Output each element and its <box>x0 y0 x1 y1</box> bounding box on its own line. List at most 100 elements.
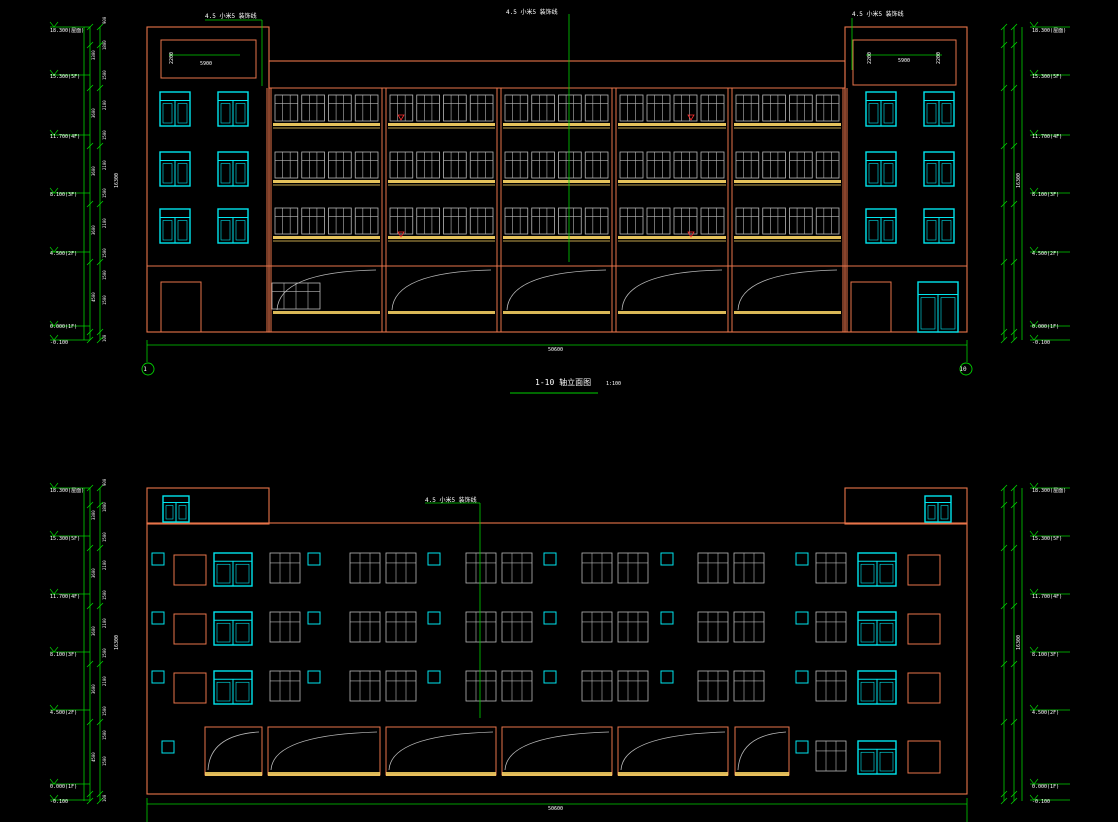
window <box>865 91 897 127</box>
level-label: -0.100 <box>50 340 68 346</box>
level-label: -0.100 <box>1032 799 1050 805</box>
level-triangle <box>49 482 59 489</box>
vent-window <box>151 552 165 566</box>
window-opening <box>173 672 207 704</box>
level-labels-left: 18.300(屋面) 15.300(5F) 11.700(4F) 8.100(3… <box>50 28 84 346</box>
level-label: 8.100(3F) <box>50 192 77 198</box>
window-frame <box>385 552 417 584</box>
canopy-curve <box>621 269 723 311</box>
window-frame <box>328 207 352 235</box>
level-marker <box>49 704 90 711</box>
level-triangle <box>1029 704 1039 711</box>
dim-text: 1500 <box>102 248 107 258</box>
dim-tick <box>86 142 94 150</box>
dim-tick <box>1000 484 1008 492</box>
dim-tick <box>1000 84 1008 92</box>
level-label: 0.000(1F) <box>50 324 77 330</box>
section-mark <box>687 114 695 121</box>
dim-tick <box>1010 41 1018 49</box>
window-sash <box>165 505 174 520</box>
curtain-window <box>581 611 613 643</box>
level-marker <box>1029 646 1070 653</box>
level-triangle <box>49 21 59 28</box>
curtain-window <box>504 94 529 122</box>
level-label: 4.500(2F) <box>1032 251 1059 257</box>
level-label: 15.300(5F) <box>1032 536 1062 542</box>
dim-tick <box>86 718 94 726</box>
window-frame <box>584 151 609 179</box>
window-frame <box>815 151 840 179</box>
level-triangle <box>1029 320 1039 327</box>
dim-text: 1800 <box>102 502 107 512</box>
window <box>924 495 952 523</box>
window-sash <box>868 103 879 124</box>
dim-text: 1800 <box>102 40 107 50</box>
window-frame <box>469 151 494 179</box>
level-labels-right: 18.300(屋面) 15.300(5F) 11.700(4F) 8.100(3… <box>1032 28 1066 346</box>
window-frame <box>735 94 760 122</box>
curtain-window <box>469 151 494 179</box>
level-label: 15.300(5F) <box>50 74 80 80</box>
level-marker <box>49 646 90 653</box>
level-triangle <box>1029 588 1039 595</box>
level-label: 11.700(4F) <box>50 134 80 140</box>
ground-railing <box>386 772 496 776</box>
window-frame <box>762 207 786 235</box>
level-label: -0.100 <box>50 799 68 805</box>
panel-width-right: 5900 <box>898 58 910 64</box>
window-sash <box>868 220 879 241</box>
window-frame <box>733 670 765 702</box>
vent-window <box>795 740 809 754</box>
window-frame <box>349 670 381 702</box>
dim-text: 3600 <box>91 108 96 118</box>
dim-text: 3600 <box>91 626 96 636</box>
drawing-caption[interactable]: 1-10 轴立面图 <box>535 377 591 387</box>
dim-text: 3600 <box>91 684 96 694</box>
level-label: -0.100 <box>1032 340 1050 346</box>
door-right <box>850 281 892 333</box>
level-triangle <box>49 704 59 711</box>
main-block <box>146 522 968 795</box>
window-frame <box>762 94 786 122</box>
level-marker <box>49 530 90 537</box>
vent-window <box>795 552 809 566</box>
dim-tick <box>86 41 94 49</box>
dim-tick <box>1000 336 1008 344</box>
window-sash <box>216 622 231 643</box>
window <box>857 670 897 705</box>
level-triangle <box>49 778 59 785</box>
dim-tick <box>1010 142 1018 150</box>
level-triangle <box>1029 69 1039 76</box>
dim-text: 1500 <box>102 188 107 198</box>
window <box>217 208 249 244</box>
window-sash <box>216 563 231 584</box>
dim-tick <box>1000 797 1008 805</box>
window-sash <box>940 297 956 330</box>
window-frame <box>673 151 698 179</box>
curtain-window <box>700 151 725 179</box>
dim-text: 100 <box>102 794 107 802</box>
vent-window <box>307 611 321 625</box>
curtain-window <box>558 94 582 122</box>
balcony-railing <box>388 123 495 126</box>
window-frame <box>815 552 847 584</box>
level-triangle <box>1029 482 1039 489</box>
level-marker <box>49 334 90 341</box>
curtain-window <box>354 207 379 235</box>
curtain-window <box>762 151 786 179</box>
dim-tick <box>1010 484 1018 492</box>
vent-window <box>543 552 557 566</box>
window-frame <box>735 207 760 235</box>
curtain-window <box>558 151 582 179</box>
dim-text: 3300 <box>91 510 96 520</box>
curtain-window <box>269 552 301 584</box>
axis-bubble <box>141 362 155 376</box>
curtain-window <box>501 611 533 643</box>
curtain-window <box>416 207 440 235</box>
dim-text: 2100 <box>102 676 107 686</box>
dim-chain <box>1000 23 1008 344</box>
level-triangle <box>1029 129 1039 136</box>
dim-tick <box>86 84 94 92</box>
curtain-window <box>617 552 649 584</box>
